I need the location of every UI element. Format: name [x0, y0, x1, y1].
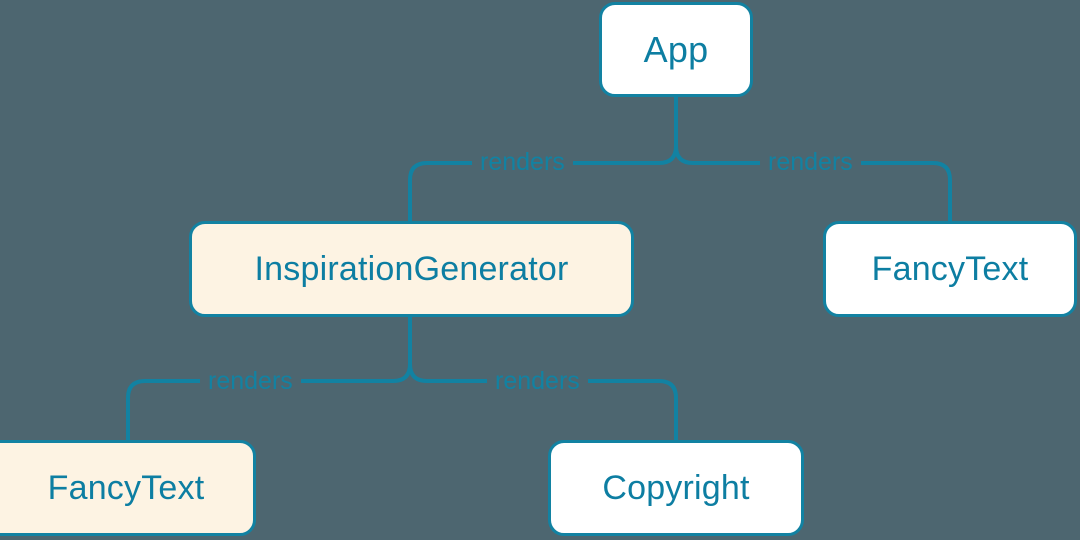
node-fancytext-left[interactable]: FancyText [0, 440, 256, 536]
node-inspiration-generator-label: InspirationGenerator [254, 250, 569, 288]
node-copyright[interactable]: Copyright [548, 440, 804, 536]
edge-label-app-to-fancytext-right: renders [760, 150, 861, 175]
edge-app-to-fancytext-right [674, 144, 952, 223]
node-fancytext-right[interactable]: FancyText [823, 221, 1077, 317]
edge-label-app-to-inspiration-generator: renders [472, 150, 573, 175]
node-app-label: App [643, 28, 709, 70]
node-copyright-label: Copyright [602, 469, 750, 507]
edge-app-to-inspiration [408, 161, 661, 223]
node-inspiration-generator[interactable]: InspirationGenerator [189, 221, 634, 317]
edge-inspiration-to-fancytext-left [126, 379, 395, 442]
edge-inspiration-to-copyright [408, 362, 678, 442]
edge-label-inspiration-generator-to-copyright: renders [487, 369, 588, 394]
node-fancytext-left-label: FancyText [47, 469, 205, 507]
edge-inspiration-stem [391, 315, 412, 383]
edge-app-stem [657, 95, 678, 165]
edge-label-inspiration-generator-to-fancytext-left: renders [200, 369, 301, 394]
node-app[interactable]: App [599, 2, 753, 97]
node-fancytext-right-label: FancyText [871, 250, 1029, 288]
